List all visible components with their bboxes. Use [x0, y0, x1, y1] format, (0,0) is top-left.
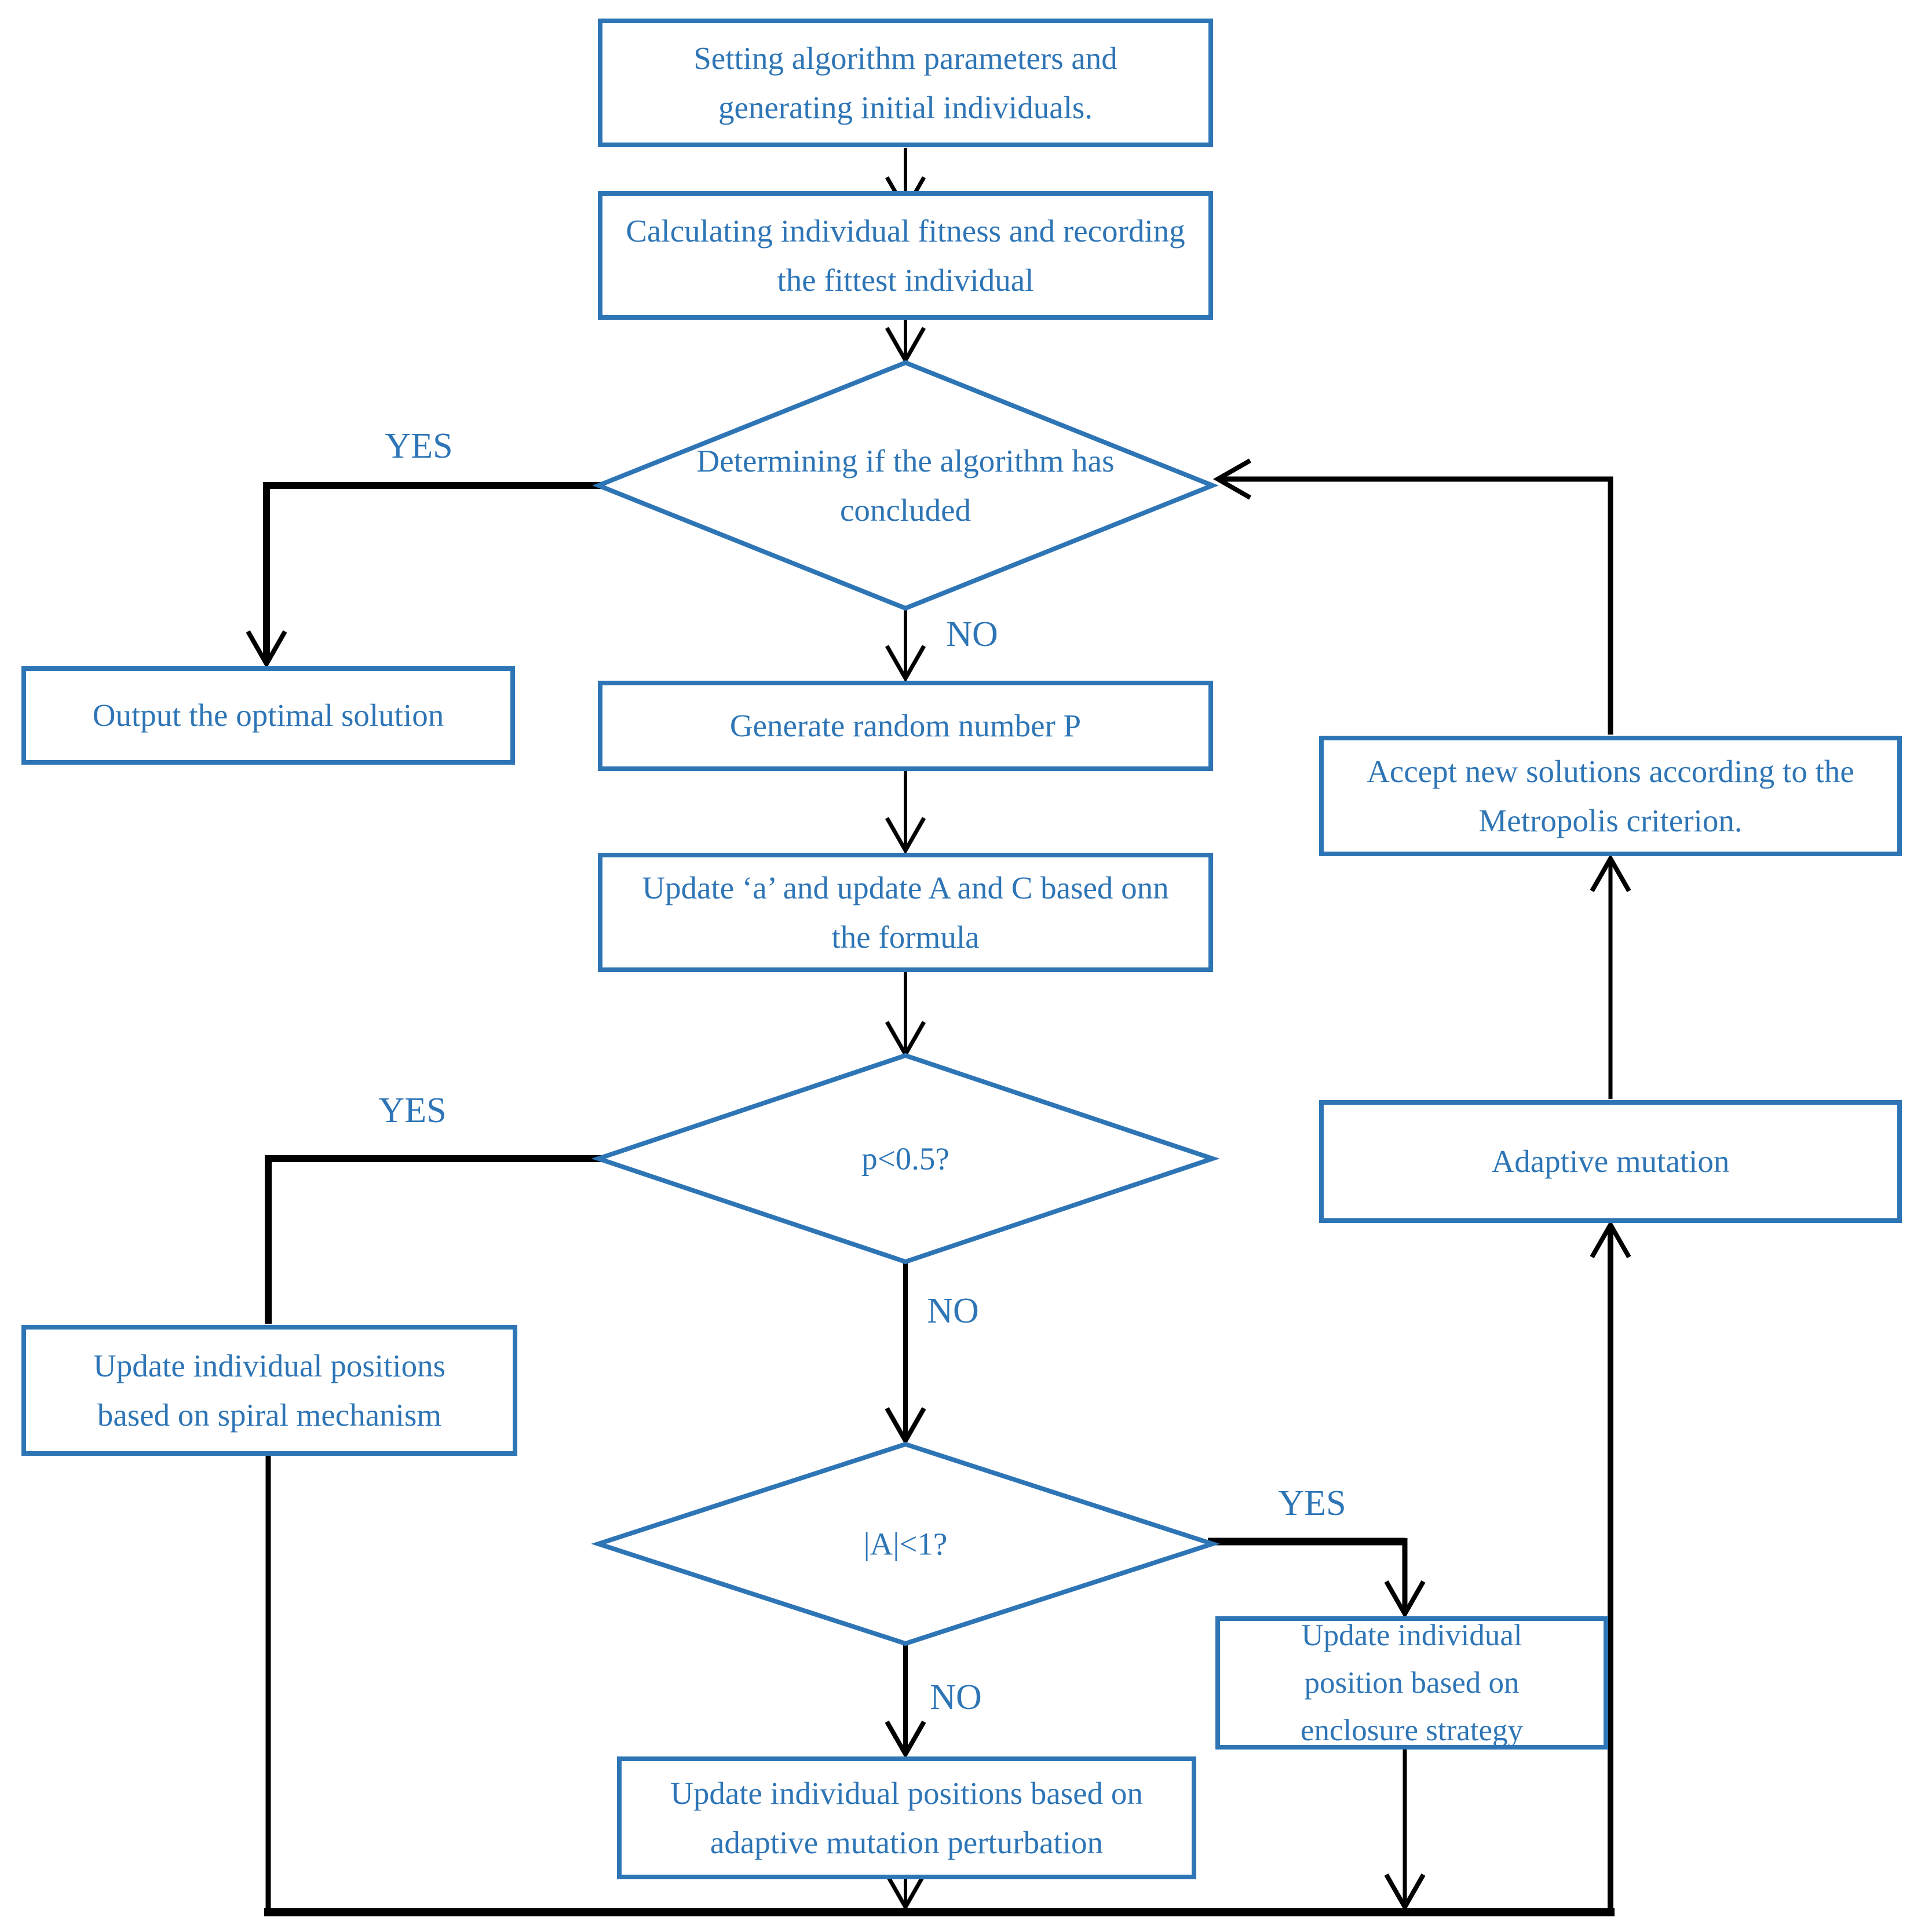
node-enclosure-strategy: Update individual position based on encl… — [1215, 1616, 1608, 1750]
node-output-optimal-solution-label: Output the optimal solution — [92, 697, 444, 733]
edge-metropolis-terminate — [1221, 476, 1613, 735]
node-output-optimal-solution: Output the optimal solution — [21, 666, 515, 765]
arrowhead-down-perturbation — [885, 1721, 926, 1759]
decision-p-less-05-shape — [591, 1053, 1220, 1265]
node-adaptive-mutation-perturbation: Update individual positions based on ada… — [617, 1756, 1196, 1879]
arrowhead-down-enclosure — [1384, 1580, 1426, 1619]
decision-algorithm-concluded-label: Determining if the algorithm has conclud… — [696, 443, 1115, 528]
node-generate-random-p-label: Generate random number P — [729, 708, 1082, 744]
edge-label-terminate-no: NO — [946, 615, 998, 654]
node-adaptive-mutation-label: Adaptive mutation — [1491, 1144, 1730, 1179]
arrowhead-down-adecision — [885, 1407, 926, 1446]
arrowhead-up-adaptive — [1590, 1219, 1631, 1258]
arrowhead-down-randomp — [885, 645, 926, 683]
node-spiral-mechanism: Update individual positions based on spi… — [21, 1325, 517, 1456]
arrowhead-down-output — [246, 630, 287, 669]
node-adaptive-mutation: Adaptive mutation — [1319, 1100, 1902, 1223]
node-setting-parameters-label: Setting algorithm parameters and generat… — [693, 40, 1117, 125]
decision-p-less-05-label: p<0.5? — [861, 1141, 949, 1177]
decision-algorithm-concluded-shape — [592, 360, 1219, 611]
edge-label-p-yes: YES — [378, 1091, 447, 1130]
arrowhead-down-rail-mid — [885, 1873, 926, 1912]
node-setting-parameters: Setting algorithm parameters and generat… — [598, 19, 1213, 147]
edge-label-a-no: NO — [930, 1678, 982, 1717]
arrowhead-up-metropolis — [1590, 853, 1631, 892]
edge-label-a-yes: YES — [1278, 1484, 1346, 1523]
edge-label-terminate-yes: YES — [385, 426, 453, 466]
arrowhead-down-updatea — [885, 817, 926, 855]
node-metropolis-accept-label: Accept new solutions according to the Me… — [1367, 753, 1854, 838]
node-metropolis-accept: Accept new solutions according to the Me… — [1319, 736, 1902, 856]
node-adaptive-mutation-perturbation-label: Update individual positions based on ada… — [670, 1775, 1143, 1860]
edge-terminate-yes-output — [263, 482, 605, 660]
decision-abs-a-less-1-label: |A|<1? — [863, 1526, 948, 1562]
arrowhead-down-rail-right — [1384, 1873, 1426, 1912]
node-enclosure-strategy-label: Update individual position based on encl… — [1300, 1618, 1524, 1748]
node-spiral-mechanism-label: Update individual positions based on spi… — [93, 1347, 445, 1433]
arrowhead-left-terminate — [1212, 458, 1251, 500]
decision-abs-a-less-1-shape — [591, 1441, 1220, 1646]
node-calculating-fitness-label: Calculating individual fitness and recor… — [626, 213, 1185, 298]
edge-p-yes-spiral — [265, 1155, 605, 1324]
node-generate-random-p: Generate random number P — [598, 681, 1213, 771]
node-update-a-and-c-label: Update ‘a’ and update A and C based onn … — [642, 870, 1169, 955]
node-calculating-fitness: Calculating individual fitness and recor… — [598, 191, 1213, 320]
edge-label-p-no: NO — [927, 1291, 979, 1331]
node-update-a-and-c: Update ‘a’ and update A and C based onn … — [598, 853, 1213, 972]
